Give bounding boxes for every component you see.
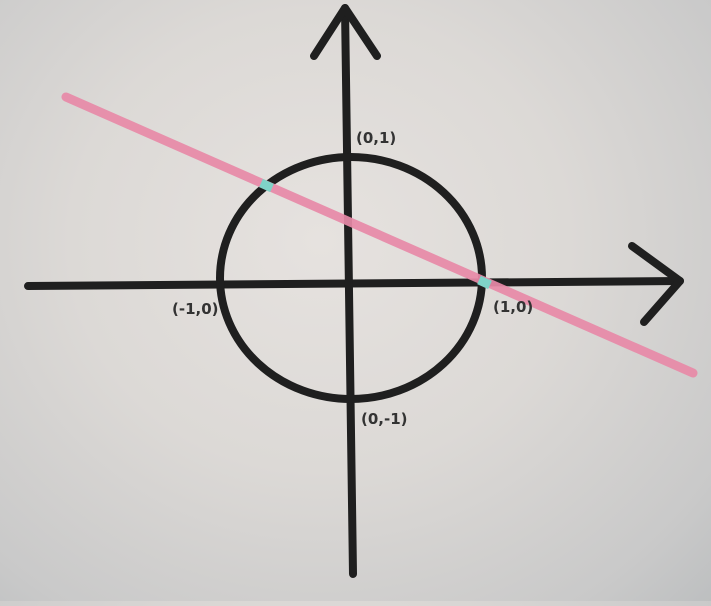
label-top: (0,1): [356, 129, 396, 147]
label-right: (1,0): [493, 298, 533, 316]
x-axis: [24, 277, 684, 290]
y-axis-arrowhead: [310, 4, 381, 60]
intersection-point-upper-left: [259, 178, 274, 193]
y-axis: [341, 4, 357, 578]
intersection-point-right: [477, 275, 492, 290]
label-left: (-1,0): [172, 300, 219, 318]
label-bottom: (0,-1): [361, 410, 408, 428]
x-axis-arrowhead: [628, 242, 684, 326]
secant-line: [61, 92, 698, 378]
